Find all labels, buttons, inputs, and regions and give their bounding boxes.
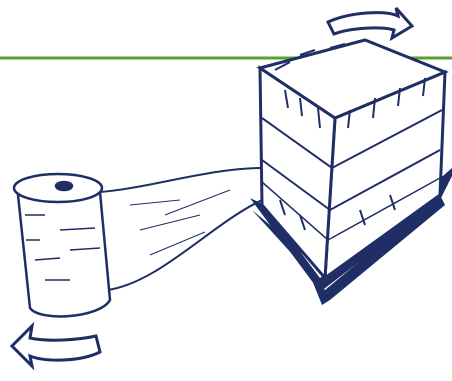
- film-roll: [14, 174, 110, 316]
- stretch-film-band: [100, 168, 262, 290]
- rotation-arrow-bottom-left: [12, 326, 100, 366]
- rotation-arrow-top-right: [328, 8, 412, 38]
